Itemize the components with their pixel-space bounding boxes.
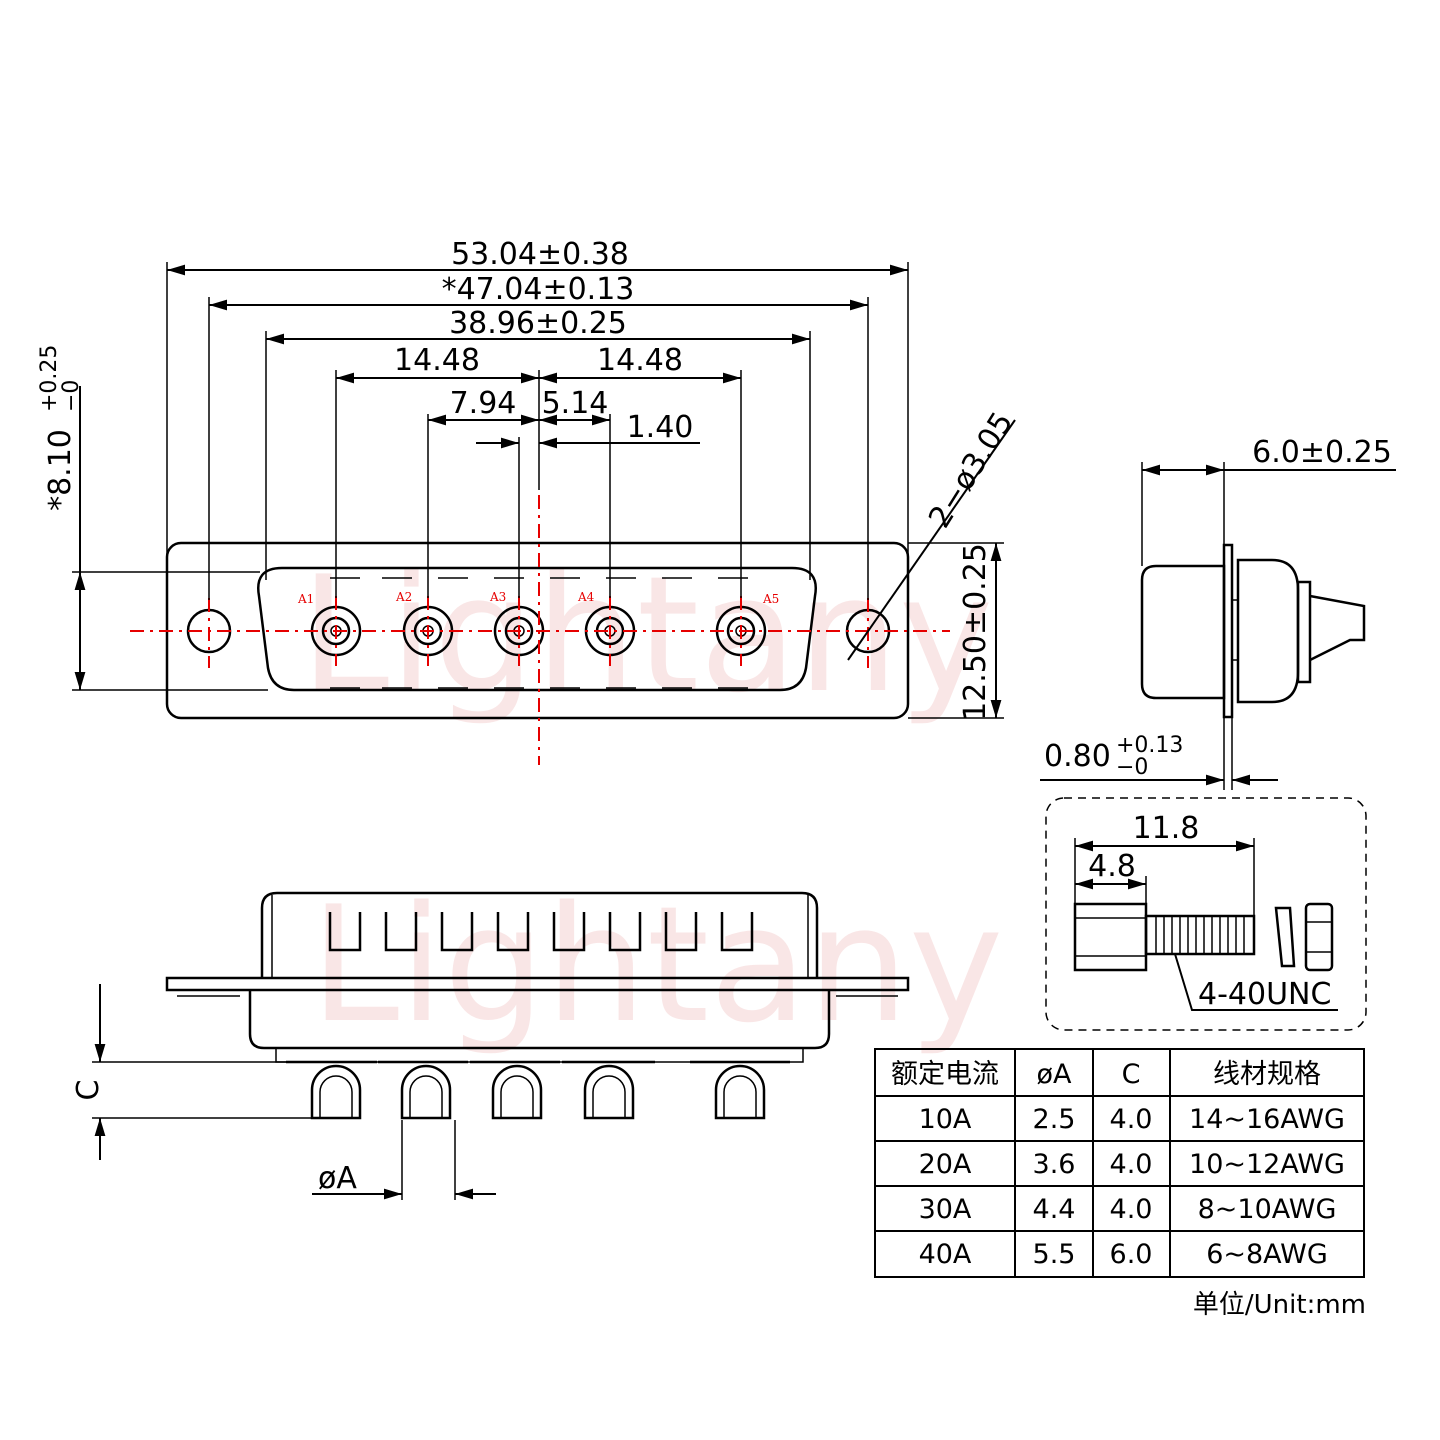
side-flange	[1222, 543, 1234, 719]
shell-slots	[328, 912, 754, 952]
flange-tol-plus: +0.13	[1116, 733, 1183, 758]
pin-label-a1: A1	[297, 592, 314, 606]
svg-text:0.80: 0.80	[1044, 739, 1111, 774]
dim-flange-height: 12.50±0.25	[958, 543, 993, 721]
side-wire-tail	[1309, 594, 1366, 662]
table-header: 额定电流 øA C 线材规格	[891, 1059, 1321, 1090]
cell-dia-a: 5.5	[1033, 1239, 1076, 1270]
svg-text:*8.10: *8.10	[43, 429, 78, 511]
header-rated-current: 额定电流	[891, 1059, 999, 1090]
unit-note: 单位/Unit:mm	[1193, 1290, 1366, 1320]
pin-label-a2: A2	[395, 590, 412, 604]
cell-current: 20A	[919, 1149, 972, 1180]
pin-label-a4: A4	[577, 590, 595, 604]
detail-frame	[1045, 797, 1367, 1031]
dim-depth: 6.0±0.25	[1252, 435, 1392, 470]
dim-pitch-left: 14.48	[394, 343, 480, 378]
screw-hex-head	[1073, 902, 1148, 972]
flange-tol-minus: −0	[1116, 755, 1148, 780]
table-row: 10A 2.5 4.0 14~16AWG	[919, 1104, 1345, 1135]
dim-mount-spacing: *47.04±0.13	[442, 272, 635, 307]
dim-offset: 1.40	[627, 410, 694, 445]
dim-flange-thickness: 0.80 +0.13 −0	[1044, 733, 1183, 780]
header-c: C	[1122, 1059, 1141, 1090]
cell-c: 4.0	[1110, 1194, 1153, 1225]
cell-dia-a: 4.4	[1033, 1194, 1076, 1225]
cell-wire: 10~12AWG	[1189, 1149, 1345, 1180]
cell-current: 40A	[919, 1239, 972, 1270]
bottom-view: C øA	[71, 891, 910, 1200]
dim-pitch-inner-left: 7.94	[450, 386, 517, 421]
dim-overall-width: 53.04±0.38	[451, 237, 629, 272]
header-dia-a: øA	[1037, 1059, 1073, 1090]
dim-screw-length: 11.8	[1133, 811, 1200, 846]
side-shell	[1140, 564, 1226, 700]
shell-tol-plus: +0.25	[37, 345, 62, 412]
pin-label-a5: A5	[762, 592, 779, 606]
cell-c: 4.0	[1110, 1104, 1153, 1135]
solder-cups	[286, 1060, 790, 1120]
cell-wire: 8~10AWG	[1198, 1194, 1337, 1225]
screw-detail: 11.8 4.8 4-40UNC	[1045, 797, 1367, 1031]
table-row: 20A 3.6 4.0 10~12AWG	[919, 1149, 1345, 1180]
dim-thread: 4-40UNC	[1198, 977, 1331, 1012]
dim-pitch-right: 14.48	[597, 343, 683, 378]
header-wire-spec: 线材规格	[1213, 1059, 1321, 1090]
dim-shell-width: 38.96±0.25	[449, 306, 627, 341]
cell-current: 30A	[919, 1194, 972, 1225]
front-view: A1 A2 A3 A4 A5	[37, 237, 1020, 765]
centerlines	[130, 495, 950, 765]
side-view: 6.0±0.25 0.80 +0.13 −0	[1040, 435, 1396, 790]
bottom-shell	[260, 891, 819, 978]
lock-washer	[1274, 906, 1296, 968]
side-rear-body	[1236, 558, 1300, 704]
shell-tol-minus: −0	[59, 380, 84, 412]
dim-mount-hole: 2−ø3.05	[922, 406, 1020, 534]
dim-shell-height: *8.10 +0.25 −0	[37, 345, 84, 511]
cell-dia-a: 3.6	[1033, 1149, 1076, 1180]
spec-table: 额定电流 øA C 线材规格 10A 2.5 4.0 14~16AWG 20A …	[874, 1048, 1365, 1278]
dim-screw-head: 4.8	[1088, 849, 1136, 884]
cell-wire: 14~16AWG	[1189, 1104, 1345, 1135]
cell-wire: 6~8AWG	[1206, 1239, 1328, 1270]
table-row: 30A 4.4 4.0 8~10AWG	[919, 1194, 1337, 1225]
bottom-flange	[165, 976, 910, 992]
table-row: 40A 5.5 6.0 6~8AWG	[919, 1239, 1328, 1270]
dim-c: C	[71, 1080, 106, 1101]
watermark-bottom: Lightany	[310, 871, 1003, 1058]
cell-c: 4.0	[1110, 1149, 1153, 1180]
cell-dia-a: 2.5	[1033, 1104, 1076, 1135]
hex-nut	[1304, 902, 1334, 972]
dim-pitch-inner-right: 5.14	[542, 386, 609, 421]
cell-current: 10A	[919, 1104, 972, 1135]
cell-c: 6.0	[1110, 1239, 1153, 1270]
dim-a: øA	[318, 1161, 357, 1196]
pin-label-a3: A3	[489, 590, 506, 604]
d-shell	[257, 566, 817, 692]
screw-thread	[1144, 914, 1256, 956]
